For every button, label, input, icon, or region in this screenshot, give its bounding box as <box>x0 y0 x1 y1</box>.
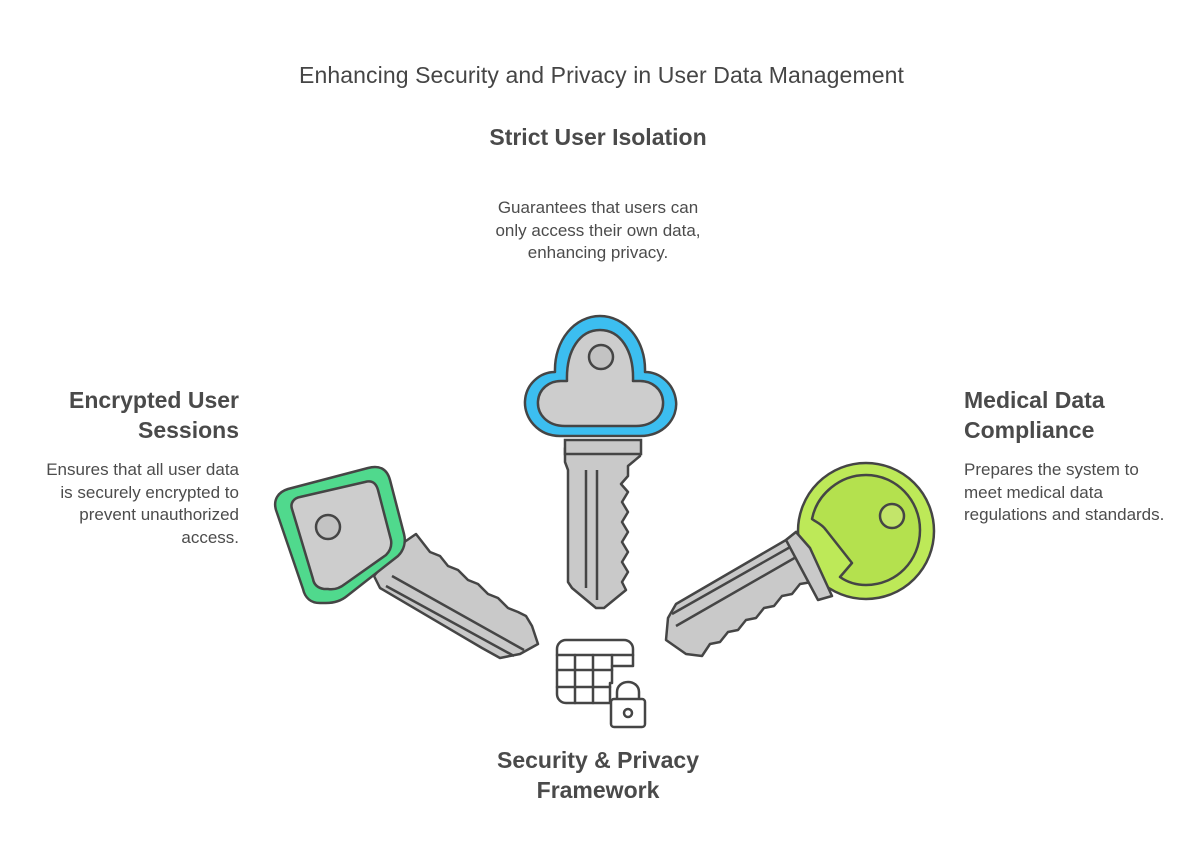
medical-data-compliance-heading: Medical Data Compliance <box>964 387 1105 443</box>
encrypted-user-sessions-heading: Encrypted User Sessions <box>68 387 239 443</box>
round-key-icon <box>664 461 936 658</box>
square-key-icon <box>273 465 540 660</box>
security-privacy-framework-heading: Security & Privacy Framework <box>496 747 699 803</box>
strict-user-isolation-description: Guarantees that users can only access th… <box>495 198 701 262</box>
cloud-key-icon <box>523 314 678 610</box>
encrypted-user-sessions-description: Ensures that all user data is securely e… <box>46 460 239 547</box>
locked-table-icon <box>555 638 647 729</box>
diagram-title: Enhancing Security and Privacy in User D… <box>299 62 904 88</box>
medical-data-compliance-description: Prepares the system to meet medical data… <box>964 460 1165 524</box>
strict-user-isolation-heading: Strict User Isolation <box>489 124 707 150</box>
